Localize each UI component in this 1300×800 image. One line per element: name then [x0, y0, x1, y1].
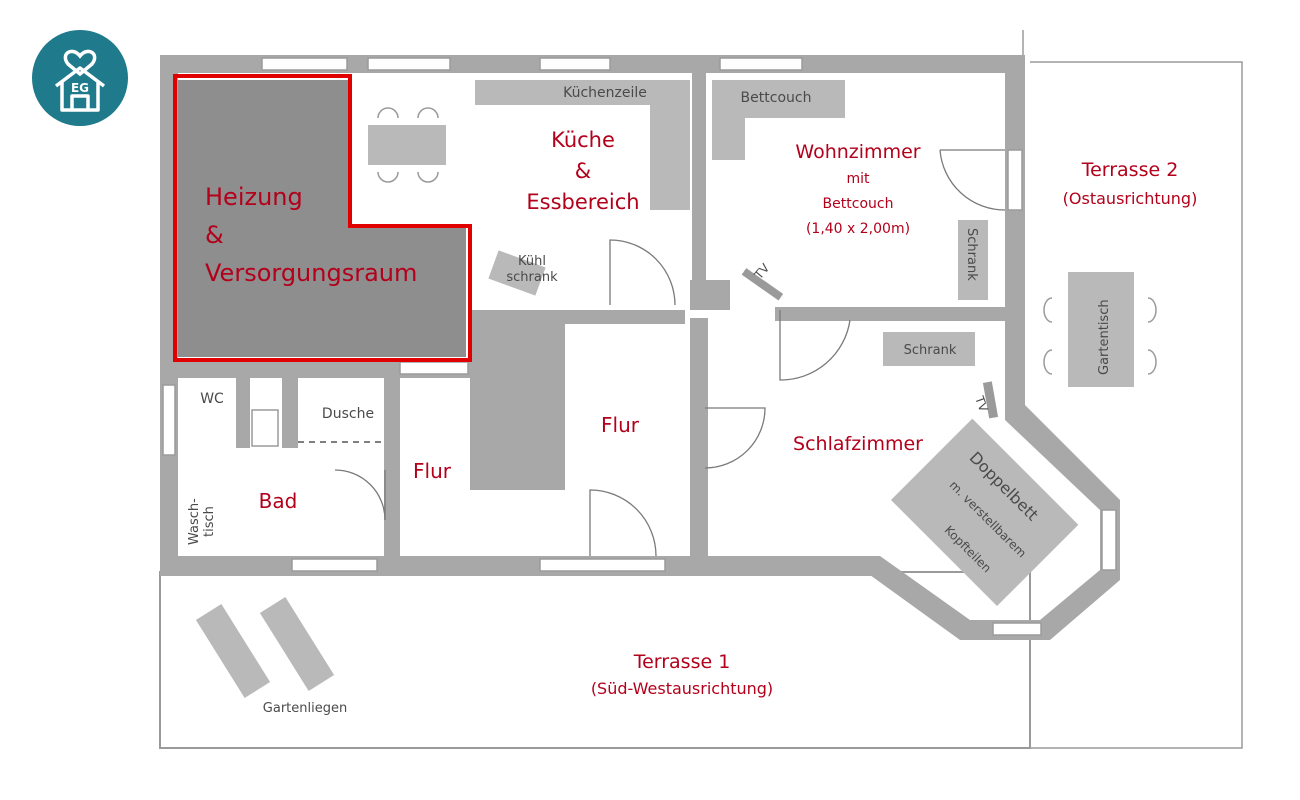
wc-label: WC — [200, 391, 224, 407]
kuehlschrank-label-2: schrank — [506, 270, 558, 285]
kuechenzeile — [475, 80, 690, 210]
terrasse1-label-2: (Süd-Westausrichtung) — [591, 679, 773, 698]
kueche-label-3: Essbereich — [526, 190, 639, 214]
terrasse1-label-1: Terrasse 1 — [633, 651, 731, 673]
dining-table — [368, 125, 446, 165]
dusche-label: Dusche — [322, 406, 374, 422]
doors — [334, 149, 1006, 557]
bad-label: Bad — [259, 489, 298, 513]
heizung-label-3: Versorgungsraum — [205, 259, 417, 287]
kueche-label-2: & — [575, 159, 591, 183]
kuehlschrank — [488, 250, 546, 296]
tv-bedroom — [982, 381, 999, 419]
house-icon — [54, 66, 106, 112]
schrank-bedroom-label: Schrank — [904, 343, 957, 358]
logo-badge — [32, 30, 128, 126]
schlafzimmer-label: Schlafzimmer — [793, 433, 923, 455]
wohnzimmer-label-2: mit — [846, 171, 870, 187]
gartenliege-1 — [195, 604, 271, 698]
heizung-room — [178, 80, 466, 357]
gartentisch-chairs — [1043, 297, 1157, 375]
terrasse2-label-2: (Ostausrichtung) — [1063, 189, 1198, 208]
logo-text: EG — [71, 81, 89, 95]
flur-main-label: Flur — [601, 413, 640, 437]
windows — [162, 57, 1117, 636]
wohnzimmer-label-3: Bettcouch — [823, 196, 894, 212]
schrank-living — [958, 220, 988, 300]
heizung-highlight — [173, 74, 472, 362]
wohnzimmer-label-4: (1,40 x 2,00m) — [806, 221, 910, 237]
dining-chairs — [377, 107, 439, 183]
wohnzimmer-label-1: Wohnzimmer — [795, 141, 920, 163]
waschtisch-label-2: tisch — [202, 506, 217, 537]
kueche-label-1: Küche — [551, 128, 615, 152]
gartentisch — [1068, 272, 1134, 387]
heart-icon — [63, 49, 97, 77]
heizung-label-1: Heizung — [205, 183, 303, 211]
heizung-label-2: & — [205, 221, 224, 249]
gartentisch-label: Gartentisch — [1097, 299, 1112, 375]
tv-bedroom-label: TV — [972, 393, 991, 414]
flur-left-label: Flur — [413, 459, 452, 483]
gartenliege-2 — [259, 597, 335, 691]
doppelbett — [890, 418, 1079, 607]
kuechenzeile-label: Küchenzeile — [563, 85, 647, 101]
toilet — [251, 409, 279, 447]
waschtisch-label-1: Wasch- — [187, 498, 202, 545]
eg-logo: EG — [32, 30, 128, 126]
schrank-bedroom — [883, 332, 975, 366]
tv-living — [741, 268, 784, 301]
bettcouch-label: Bettcouch — [741, 90, 812, 106]
terrasse2-area — [1030, 61, 1243, 749]
terrasse2-label-1: Terrasse 2 — [1081, 159, 1179, 181]
gartenliegen-label: Gartenliegen — [263, 701, 347, 716]
kuehlschrank-label-1: Kühl — [518, 254, 546, 269]
bettcouch — [712, 80, 845, 160]
schrank-living-label: Schrank — [964, 228, 979, 281]
